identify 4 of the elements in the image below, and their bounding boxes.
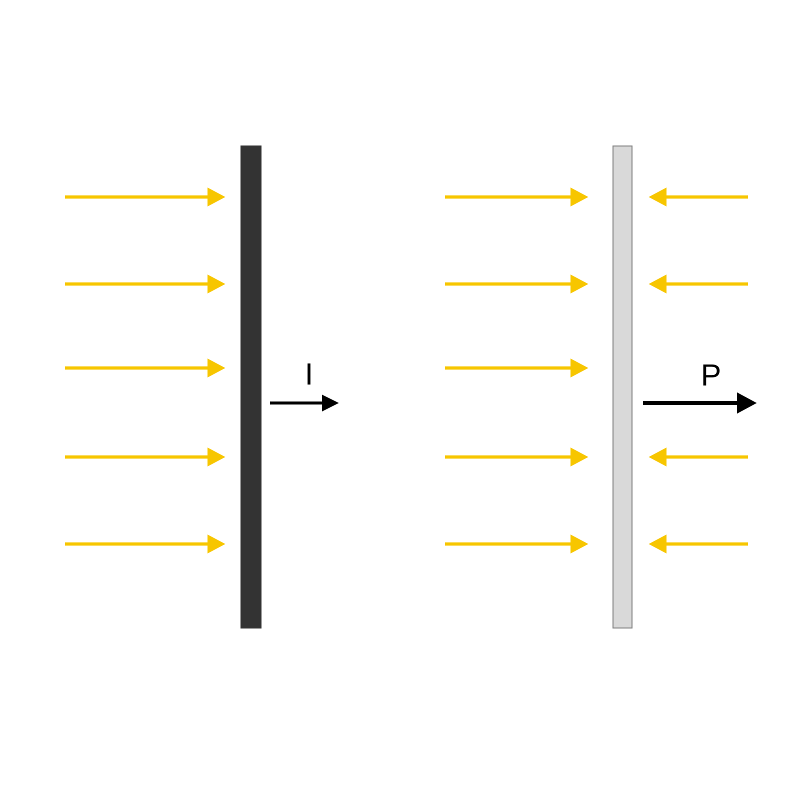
plate: [612, 146, 632, 628]
arrow-label: I: [308, 363, 310, 385]
arrow-label: P: [703, 364, 720, 386]
plate: [240, 146, 262, 628]
